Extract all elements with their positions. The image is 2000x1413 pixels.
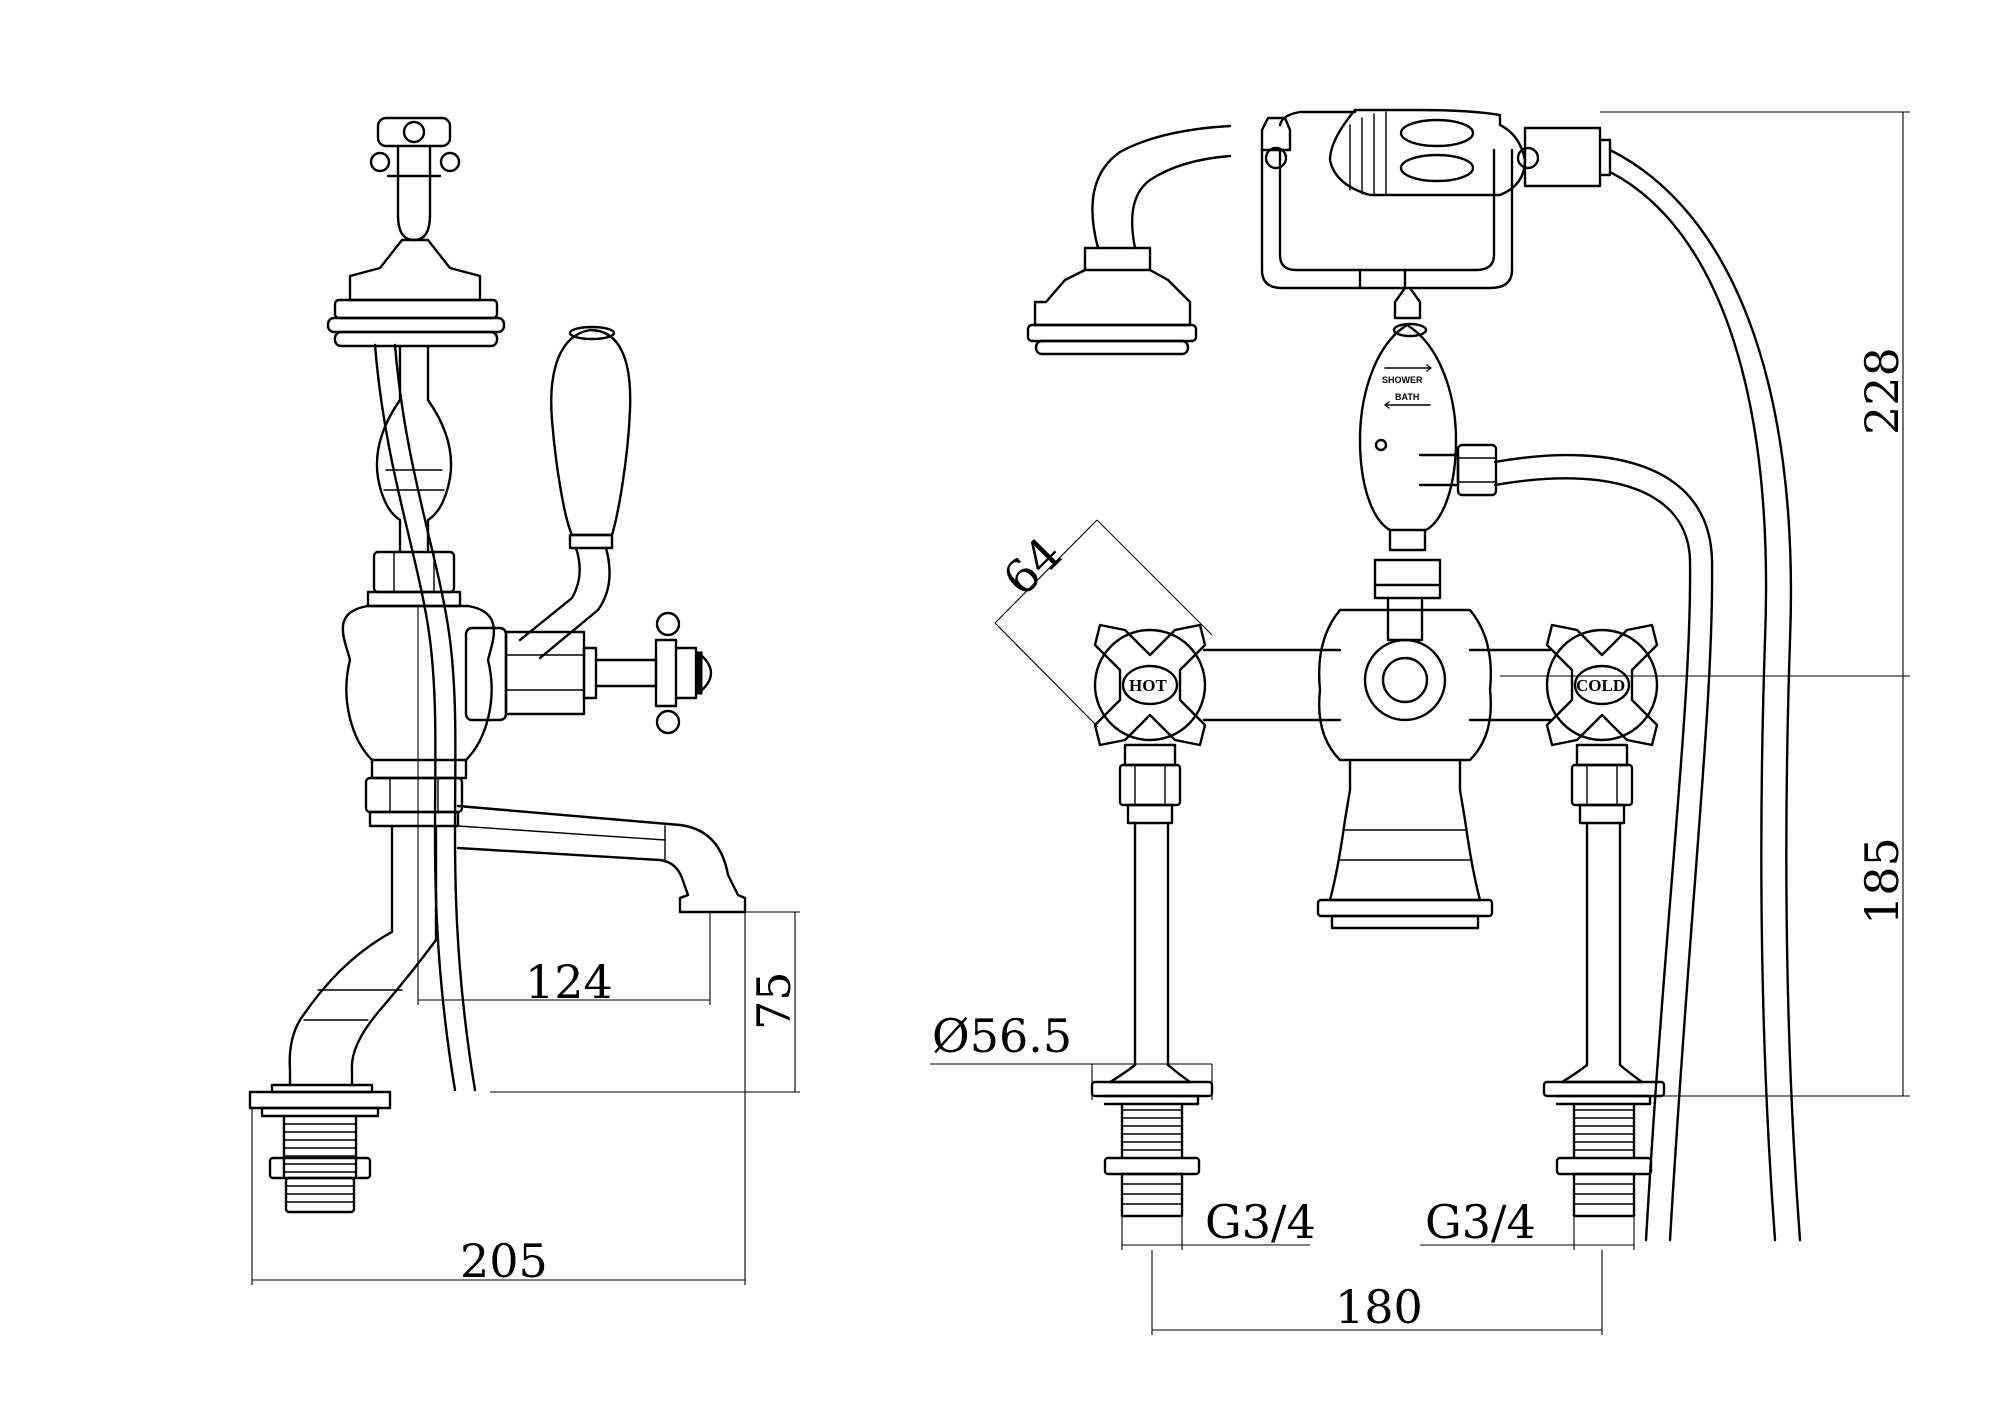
side-hose [373,343,477,1092]
handle-span-dimension: 64 [993,526,1073,606]
handle-height-dimension: 185 [1855,837,1909,925]
side-view: 124 75 205 [248,116,801,1288]
overall-depth-dimension: 205 [460,1234,548,1288]
side-spout [456,804,747,914]
side-base [248,1083,392,1214]
overall-height-dimension: 228 [1855,347,1909,435]
front-hose-connector [1418,443,1498,497]
side-thread [282,1114,358,1178]
side-wall-bracket [369,116,461,242]
cold-handle: COLD [1545,623,1659,767]
centres-dimension: 180 [1335,1280,1423,1334]
cold-leg [1542,763,1666,1218]
thread-right-dimension: G3/4 [1425,1195,1536,1249]
front-shower-rose [1026,124,1232,356]
hot-leg [1090,763,1214,1218]
side-dimensions: 124 75 205 [251,780,801,1288]
front-dimensions: 64 Ø56.5 G3/4 G3/4 180 228 185 [930,111,1910,1335]
cold-label: COLD [1576,676,1625,695]
front-valve-body [1202,596,1552,762]
side-valve-body [341,604,495,780]
side-cradle [326,238,506,348]
front-diverter-lever: SHOWER BATH [1358,322,1458,600]
front-hose [1493,148,1802,1242]
bath-label: BATH [1395,392,1419,402]
front-spout-outlet [1316,758,1494,930]
hot-label: HOT [1129,676,1167,695]
thread-left-dimension: G3/4 [1205,1195,1316,1249]
side-stem [366,344,462,608]
side-inlet-leg [288,824,438,1087]
shower-label: SHOWER [1382,375,1423,385]
side-diverter-lever [518,325,632,660]
spout-height-dimension: 75 [747,971,801,1030]
front-handset [1260,108,1612,320]
spout-reach-dimension: 124 [525,955,613,1009]
side-lower-nut [364,776,464,828]
flange-diameter-dimension: Ø56.5 [932,1009,1072,1063]
front-view: SHOWER BATH [930,108,1910,1335]
side-tap-spindle [464,611,713,735]
hot-handle: HOT [1093,623,1207,767]
